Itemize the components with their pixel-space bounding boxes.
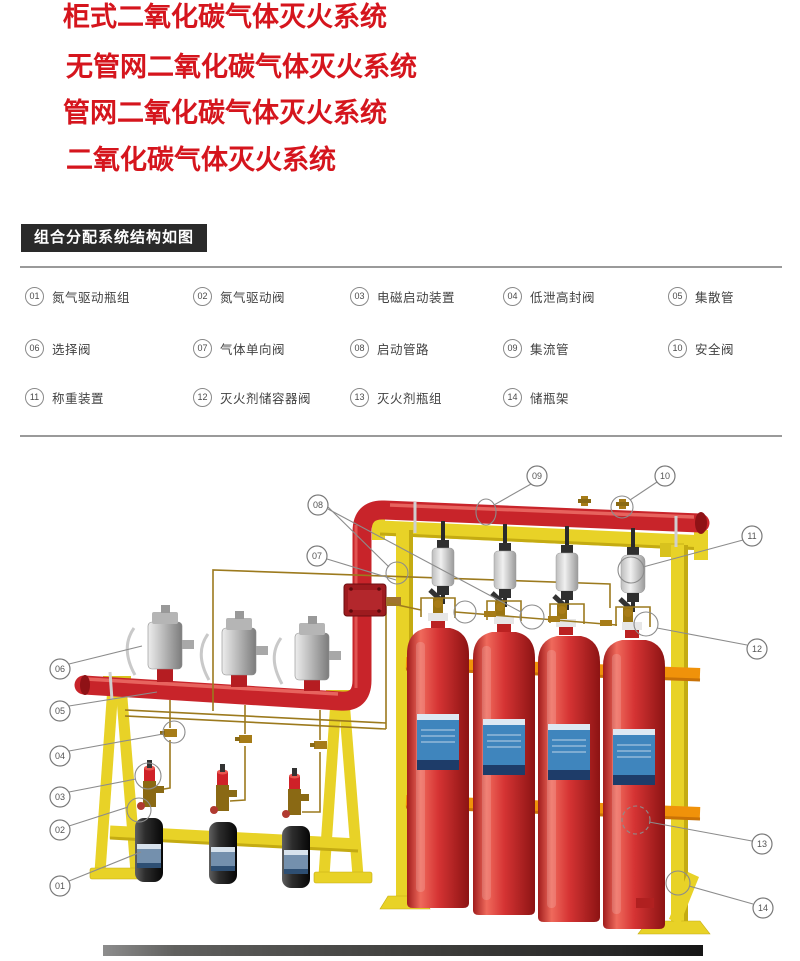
callout-08: 08 xyxy=(307,494,329,516)
callout-05: 05 xyxy=(49,700,71,722)
callout-09: 09 xyxy=(526,465,548,487)
legend-item-09: 09 集流管 xyxy=(503,338,569,358)
legend-item-label: 灭火剂储容器阀 xyxy=(220,391,312,406)
divider-top xyxy=(20,266,782,268)
svg-text:02: 02 xyxy=(55,825,65,835)
callout-01: 01 xyxy=(49,875,71,897)
callout-03: 03 xyxy=(49,786,71,808)
legend-item-03: 03 电磁启动装置 xyxy=(350,286,455,306)
callout-13: 13 xyxy=(751,833,773,855)
svg-text:14: 14 xyxy=(758,903,768,913)
svg-text:12: 12 xyxy=(752,644,762,654)
callout-11: 11 xyxy=(741,525,763,547)
svg-text:07: 07 xyxy=(312,551,322,561)
svg-text:06: 06 xyxy=(55,664,65,674)
product-title-piped-co2: 管网二氧化碳气体灭火系统 xyxy=(63,98,387,128)
system-diagram: 01 02 03 04 05 06 07 08 09 10 11 12 13 1… xyxy=(0,450,800,956)
legend-item-12: 12 灭火剂储容器阀 xyxy=(193,387,311,407)
callout-02: 02 xyxy=(49,819,71,841)
svg-text:05: 05 xyxy=(55,706,65,716)
callout-targets xyxy=(126,495,691,896)
next-image-strip xyxy=(103,945,703,956)
callout-06: 06 xyxy=(49,658,71,680)
legend-item-label: 低泄高封阀 xyxy=(530,290,596,305)
safety-valve xyxy=(578,496,629,509)
svg-text:04: 04 xyxy=(55,751,65,761)
svg-text:08: 08 xyxy=(313,500,323,510)
svg-text:10: 10 xyxy=(660,471,670,481)
legend-number-badge: 12 xyxy=(193,387,212,407)
selector-valves xyxy=(125,605,341,685)
legend-item-label: 启动管路 xyxy=(377,342,430,357)
legend-item-label: 选择阀 xyxy=(52,342,92,357)
callouts: 01 02 03 04 05 06 07 08 09 10 11 12 13 1… xyxy=(49,465,774,919)
legend-item-05: 05 集散管 xyxy=(668,286,734,306)
svg-text:13: 13 xyxy=(757,839,767,849)
legend-item-label: 安全阀 xyxy=(695,342,735,357)
legend-number-badge: 14 xyxy=(503,387,522,407)
nitrogen-bottles xyxy=(135,760,310,888)
legend-item-10: 10 安全阀 xyxy=(668,338,734,358)
product-title-co2: 二氧化碳气体灭火系统 xyxy=(66,145,336,175)
callout-leaders xyxy=(68,481,754,905)
legend-number-badge: 08 xyxy=(350,338,369,358)
product-title-pipeless-co2: 无管网二氧化碳气体灭火系统 xyxy=(66,52,417,82)
legend-item-11: 11 称重装置 xyxy=(25,387,104,407)
weighing-devices xyxy=(431,521,646,612)
product-title-cabinet-co2: 柜式二氧化碳气体灭火系统 xyxy=(63,2,387,32)
divider-bottom xyxy=(20,435,782,437)
section-header-label: 组合分配系统结构如图 xyxy=(34,229,195,246)
legend-number-badge: 09 xyxy=(503,338,522,358)
legend-item-13: 13 灭火剂瓶组 xyxy=(350,387,442,407)
legend-item-label: 储瓶架 xyxy=(530,391,570,406)
legend-number-badge: 10 xyxy=(668,338,687,358)
callout-14: 14 xyxy=(752,897,774,919)
legend-item-06: 06 选择阀 xyxy=(25,338,91,358)
agent-cylinders xyxy=(407,588,665,929)
svg-text:03: 03 xyxy=(55,792,65,802)
legend-item-label: 氮气驱动瓶组 xyxy=(52,290,131,305)
callout-10: 10 xyxy=(654,465,676,487)
legend-item-07: 07 气体单向阀 xyxy=(193,338,285,358)
svg-text:11: 11 xyxy=(747,531,756,541)
legend-item-label: 气体单向阀 xyxy=(220,342,286,357)
section-header: 组合分配系统结构如图 xyxy=(21,224,208,252)
svg-text:01: 01 xyxy=(55,881,65,891)
callout-04: 04 xyxy=(49,745,71,767)
legend-item-14: 14 储瓶架 xyxy=(503,387,569,407)
callout-07: 07 xyxy=(306,545,328,567)
legend-item-04: 04 低泄高封阀 xyxy=(503,286,595,306)
legend-item-02: 02 氮气驱动阀 xyxy=(193,286,285,306)
callout-12: 12 xyxy=(746,638,768,660)
legend-item-01: 01 氮气驱动瓶组 xyxy=(25,286,130,306)
legend-number-badge: 13 xyxy=(350,387,369,407)
legend-number-badge: 03 xyxy=(350,286,369,306)
legend-item-label: 电磁启动装置 xyxy=(377,290,456,305)
gas-check-valve xyxy=(343,583,401,617)
legend-number-badge: 06 xyxy=(25,338,44,358)
legend-number-badge: 04 xyxy=(503,286,522,306)
legend-number-badge: 11 xyxy=(25,387,44,407)
legend-item-label: 氮气驱动阀 xyxy=(220,290,286,305)
legend-item-label: 称重装置 xyxy=(52,391,105,406)
legend-number-badge: 02 xyxy=(193,286,212,306)
legend-number-badge: 05 xyxy=(668,286,687,306)
legend-item-08: 08 启动管路 xyxy=(350,338,429,358)
svg-text:09: 09 xyxy=(532,471,542,481)
legend-item-label: 集散管 xyxy=(695,290,735,305)
legend-item-label: 灭火剂瓶组 xyxy=(377,391,443,406)
legend-number-badge: 01 xyxy=(25,286,44,306)
legend-item-label: 集流管 xyxy=(530,342,570,357)
legend-number-badge: 07 xyxy=(193,338,212,358)
tube-fittings xyxy=(484,611,612,626)
